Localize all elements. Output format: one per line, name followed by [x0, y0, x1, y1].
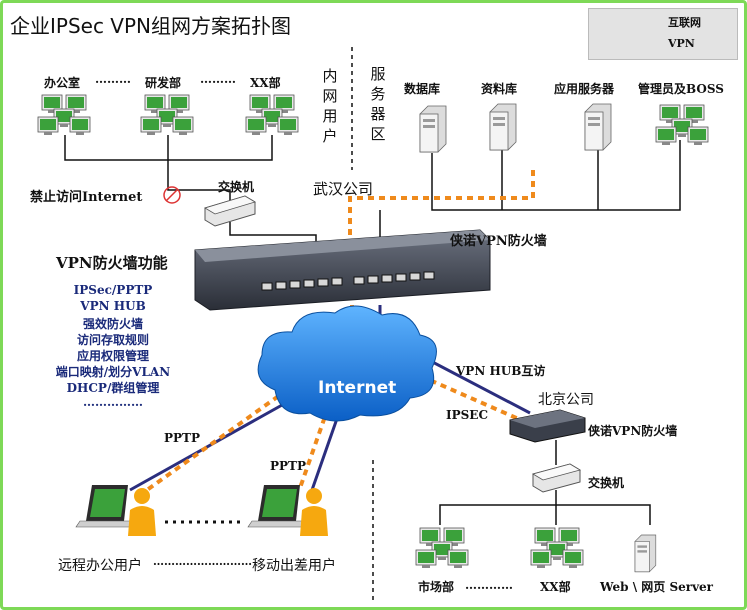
vpn-hub-label: VPN HUB互访 — [456, 364, 546, 378]
app-server-label: 应用服务器 — [554, 82, 615, 96]
feature-item: VPN HUB — [80, 299, 146, 313]
bj-xx-label: XX部 — [540, 580, 571, 594]
feature-item: 端口映射/划分VLAN — [55, 365, 171, 379]
ipsec-label: IPSEC — [446, 408, 488, 422]
xx-dept-label: XX部 — [250, 76, 281, 90]
features-title: VPN防火墙功能 — [56, 254, 168, 272]
lan-dots-2: ……… — [200, 72, 236, 86]
server-database-icon — [419, 105, 447, 153]
datastore-label: 资料库 — [481, 82, 518, 96]
database-label: 数据库 — [404, 82, 441, 96]
firewall-port — [317, 278, 329, 287]
firewall-port — [381, 274, 393, 283]
firewall-port — [353, 276, 365, 285]
user-link-dots-label: ……………………… — [153, 555, 252, 568]
vpn-tunnel-wuhan — [348, 170, 535, 250]
legend-vpn-label: VPN — [668, 37, 695, 50]
pc-group-market-icon — [416, 528, 468, 568]
beijing-switch-label: 交换机 — [588, 476, 625, 490]
internet-cloud — [257, 305, 437, 422]
feature-item: DHCP/群组管理 — [66, 381, 160, 395]
firewall-port — [395, 273, 407, 282]
beijing-switch-device — [531, 463, 582, 493]
pptp-label-2: PPTP — [270, 459, 306, 473]
feature-item: 应用权限管理 — [76, 349, 149, 363]
beijing-firewall-device — [509, 409, 586, 443]
pc-group-office-icon — [38, 95, 90, 135]
beijing-firewall-label: 侠诺VPN防火墙 — [588, 424, 678, 438]
legend-internet-label: 互联网 — [668, 16, 701, 29]
web-server-label: Web \ 网页 Server — [600, 580, 713, 594]
lan-dots-1: ……… — [95, 72, 131, 86]
remote-user-label: 远程办公用户 — [58, 558, 142, 574]
firewall-port — [409, 272, 421, 281]
blocked-label: 禁止访问Internet — [30, 190, 143, 205]
feature-item: …………… — [83, 395, 143, 409]
feature-item: 强效防火墙 — [82, 317, 143, 331]
admin-label: 管理员及BOSS — [638, 82, 724, 96]
remote-laptop-icon — [75, 484, 135, 528]
server-datastore-icon — [489, 103, 517, 151]
pc-group-rnd-icon — [141, 95, 193, 135]
wuhan-label: 武汉公司 — [313, 180, 374, 198]
office-label: 办公室 — [44, 76, 81, 90]
switch-device — [204, 195, 256, 227]
firewall-port — [275, 281, 287, 290]
server-app-icon — [584, 103, 612, 151]
beijing-wiring — [439, 440, 651, 525]
page-title: 企业IPSec VPN组网方案拓扑图 — [10, 14, 292, 38]
firewall-port — [303, 279, 315, 288]
bj-dots-label: ………… — [465, 578, 513, 592]
beijing-label: 北京公司 — [538, 392, 594, 408]
firewall-label: 侠诺VPN防火墙 — [450, 234, 547, 249]
firewall-port — [331, 277, 343, 286]
pc-group-bj-xx-icon — [531, 528, 583, 568]
server-web-icon — [634, 534, 657, 573]
feature-item: IPSec/PPTP — [73, 283, 153, 297]
mobile-laptop-icon — [247, 484, 307, 528]
pc-group-admin-icon — [656, 105, 708, 145]
remote-person-icon — [128, 488, 156, 536]
mobile-person-icon — [300, 488, 328, 536]
firewall-port — [289, 280, 301, 289]
internet-label: Internet — [318, 378, 397, 398]
market-label: 市场部 — [418, 580, 455, 594]
legend — [588, 8, 738, 60]
rnd-label: 研发部 — [145, 76, 182, 90]
blocked-icon — [163, 186, 181, 204]
firewall-port — [261, 282, 273, 291]
lan-users-vertical-label: 内网用户 — [322, 67, 338, 145]
mobile-user-label: 移动出差用户 — [252, 558, 336, 574]
server-zone-vertical-label: 服务器区 — [370, 65, 386, 143]
feature-item: 访问存取规则 — [76, 333, 149, 347]
firewall-port — [367, 275, 379, 284]
pc-group-xx-icon — [246, 95, 298, 135]
pptp-label-1: PPTP — [164, 431, 200, 445]
switch-label: 交换机 — [218, 180, 255, 194]
firewall-device — [194, 229, 491, 311]
firewall-port — [423, 271, 435, 280]
